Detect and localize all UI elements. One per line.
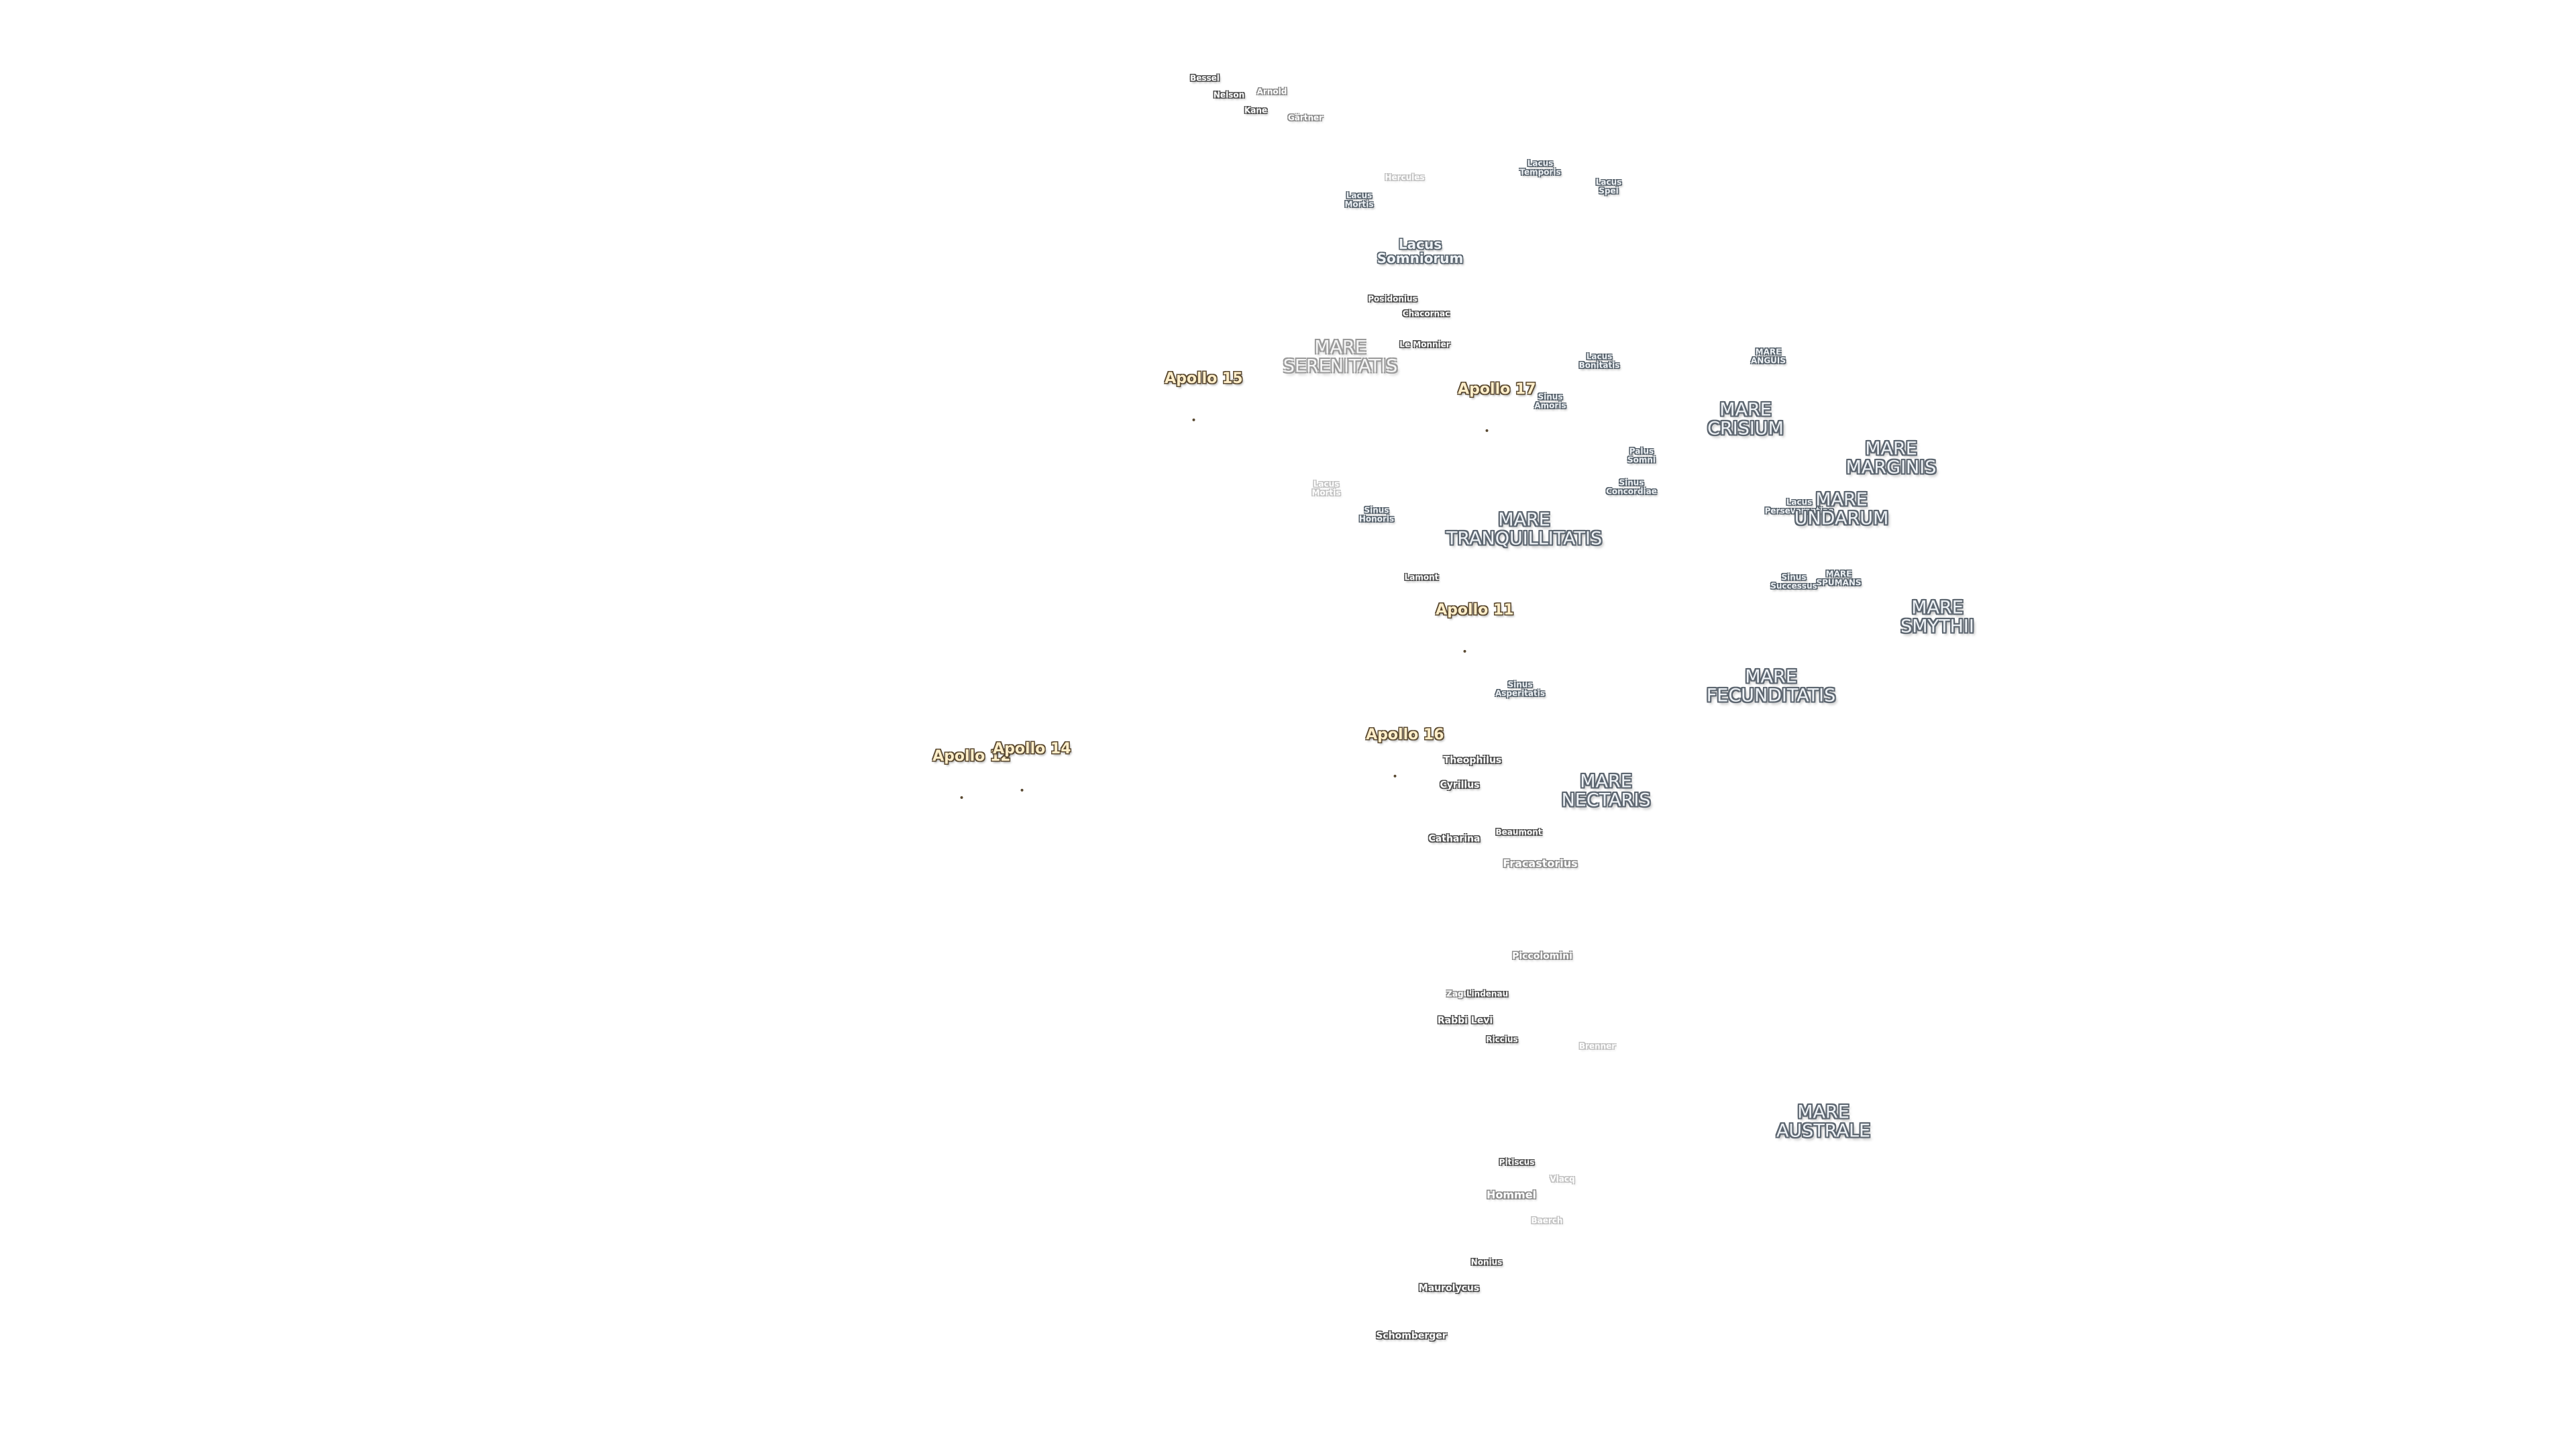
lake-label-sinus-concordiae: Sinus Concordiae: [1606, 478, 1657, 496]
mare-label-crisium: MARE CRISIUM: [1707, 399, 1784, 439]
lake-label-lacus-bonitatis: Lacus Bonitatis: [1578, 352, 1620, 370]
apollo-15-label: Apollo 15: [1165, 370, 1243, 387]
lake-label-lacus-mortis: Lacus Mortis: [1344, 191, 1374, 209]
mare-label-undarum: MARE UNDARUM: [1794, 489, 1889, 529]
apollo-16-label: Apollo 16: [1366, 726, 1444, 743]
apollo-14-landing-site[interactable]: Apollo 14: [973, 726, 1071, 792]
crater-label-riccius: Riccius: [1486, 1034, 1518, 1044]
lake-label-sinus-honoris: Sinus Honoris: [1358, 505, 1395, 523]
mare-label-serenitatis: MARE SERENITATIS: [1283, 337, 1398, 377]
mare-label-marginis: MARE MARGINIS: [1845, 438, 1937, 478]
apollo-17-label: Apollo 17: [1458, 380, 1536, 398]
lake-label-lacus-spei: Lacus Spei: [1595, 177, 1622, 195]
crater-label-le-monnier: Le Monnier: [1399, 339, 1450, 350]
mare-label-nectaris: MARE NECTARIS: [1561, 771, 1651, 811]
lake-label-lacus-mortis-faint: Lacus Mortis: [1311, 479, 1341, 497]
landing-site-marker: [1485, 429, 1488, 433]
apollo-12-landing-site[interactable]: Apollo 12: [912, 733, 1011, 800]
crater-label-theophilus: Theophilus: [1443, 755, 1502, 766]
apollo-14-label: Apollo 14: [993, 740, 1071, 757]
crater-label-catharina: Catharina: [1428, 833, 1481, 845]
crater-label-maurolycus: Maurolycus: [1418, 1283, 1480, 1294]
crater-label-brenner: Brenner: [1578, 1041, 1616, 1051]
crater-label-posidonius: Posidonius: [1368, 294, 1417, 304]
apollo-15-landing-site[interactable]: Apollo 15: [1144, 356, 1243, 422]
lake-label-sinus-amoris: Sinus Amoris: [1534, 392, 1566, 410]
lake-label-lacus-perseverantiae: Lacus Perseverantiae: [1764, 497, 1834, 515]
landing-site-marker: [1463, 650, 1466, 653]
crater-label-gartner: Gärtner: [1287, 113, 1324, 123]
mare-label-smythii: MARE SMYTHII: [1900, 597, 1974, 637]
mare-label-australe: MARE AUSTRALE: [1776, 1102, 1871, 1142]
apollo-12-label: Apollo 12: [932, 747, 1011, 765]
crater-label-zagut: Zagut: [1446, 989, 1473, 999]
crater-label-lamont: Lamont: [1404, 572, 1439, 582]
landing-site-marker: [1192, 419, 1195, 422]
crater-label-bessel: Bessel: [1190, 73, 1220, 83]
crater-label-beaumont: Beaumont: [1495, 827, 1542, 837]
lake-label-lacus-temporis: Lacus Temporis: [1519, 158, 1561, 176]
crater-label-vlacq: Vlacq: [1550, 1174, 1575, 1184]
mare-label-tranquillitatis: MARE TRANQUILLITATIS: [1446, 509, 1603, 549]
crater-label-schomberger: Schomberger: [1376, 1330, 1447, 1342]
lake-label-sinus-successus: Sinus Successus: [1770, 572, 1817, 590]
crater-label-hommel: Hommel: [1486, 1188, 1537, 1201]
crater-label-arnold: Arnold: [1256, 87, 1287, 97]
apollo-17-landing-site[interactable]: Apollo 17: [1438, 366, 1536, 433]
crater-label-lindenau: Lindenau: [1466, 989, 1509, 999]
crater-label-nonius: Nonius: [1470, 1257, 1503, 1267]
crater-label-rabbi-levi: Rabbi Levi: [1437, 1015, 1493, 1026]
crater-label-nelson: Nelson: [1213, 90, 1245, 100]
lake-label-sinus-asperitatis: Sinus Asperitatis: [1495, 680, 1546, 698]
lake-label-lacus-somniorum: Lacus Somniorum: [1377, 236, 1464, 266]
crater-label-piccolomini: Piccolomini: [1512, 951, 1572, 962]
apollo-11-label: Apollo 11: [1436, 601, 1514, 619]
mare-label-spumans: MARE SPUMANS: [1816, 569, 1862, 587]
landing-site-marker: [960, 796, 963, 800]
crater-label-hercules: Hercules: [1385, 172, 1425, 182]
crater-label-cyrillus: Cyrillus: [1440, 780, 1480, 791]
mare-label-fecunditatis: MARE FECUNDITATIS: [1706, 666, 1836, 706]
landing-site-marker: [1393, 775, 1396, 778]
crater-label-pitiscus: Pitiscus: [1499, 1157, 1535, 1167]
apollo-16-landing-site[interactable]: Apollo 16: [1346, 712, 1444, 778]
apollo-11-landing-site[interactable]: Apollo 11: [1415, 587, 1514, 653]
crater-label-chacornac: Chacornac: [1402, 309, 1450, 319]
crater-label-fracastorius: Fracastorius: [1503, 857, 1578, 870]
lake-label-palus-somni: Palus Somni: [1627, 446, 1656, 464]
landing-site-marker: [1020, 789, 1023, 792]
crater-label-baerch: Baerch: [1531, 1216, 1563, 1226]
mare-label-anguis: MARE ANGUIS: [1750, 347, 1786, 365]
crater-label-kane: Kane: [1244, 105, 1268, 115]
